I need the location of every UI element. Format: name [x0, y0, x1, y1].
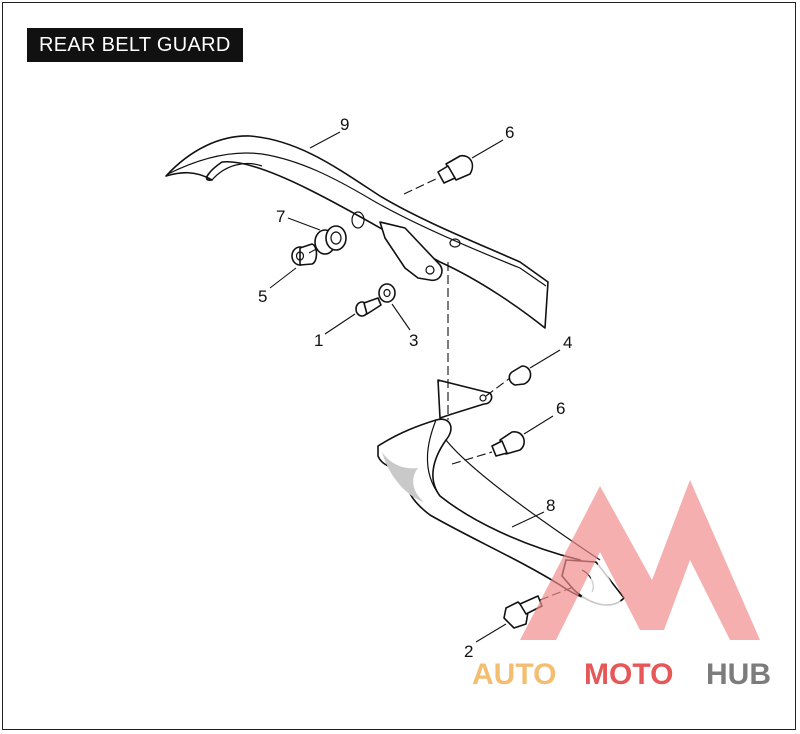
part-4-nut [508, 365, 532, 386]
watermark-auto: AUTO [472, 658, 556, 691]
callout-6-upper: 6 [505, 123, 514, 142]
part-9-upper-belt-guard [165, 135, 549, 329]
leader-lines [269, 131, 561, 643]
callout-7: 7 [276, 207, 285, 226]
callout-5: 5 [258, 287, 267, 306]
callout-1: 1 [314, 331, 323, 350]
automotohub-watermark: AUTO MOTO HUB [472, 480, 771, 691]
part-7-grommet [314, 225, 347, 255]
part-2-bolt [503, 595, 543, 629]
callout-3: 3 [409, 331, 418, 350]
watermark-triangle-logo [520, 480, 760, 640]
part-6-acorn-nut-lower [491, 431, 525, 457]
callout-4: 4 [563, 333, 572, 352]
part-3-washer [378, 283, 396, 303]
part-6-acorn-nut-upper [437, 154, 474, 184]
callout-numbers: 9 6 7 5 1 3 4 6 8 2 [258, 115, 572, 661]
part-5-sleeve [291, 243, 318, 266]
watermark-hub: HUB [706, 658, 771, 691]
part-1-screw [355, 297, 382, 317]
watermark-moto: MOTO [584, 658, 673, 691]
callout-9: 9 [340, 115, 349, 134]
diagram-title: REAR BELT GUARD [27, 28, 243, 62]
callout-6-lower: 6 [556, 399, 565, 418]
callout-8: 8 [546, 496, 555, 515]
callout-2: 2 [464, 642, 473, 661]
